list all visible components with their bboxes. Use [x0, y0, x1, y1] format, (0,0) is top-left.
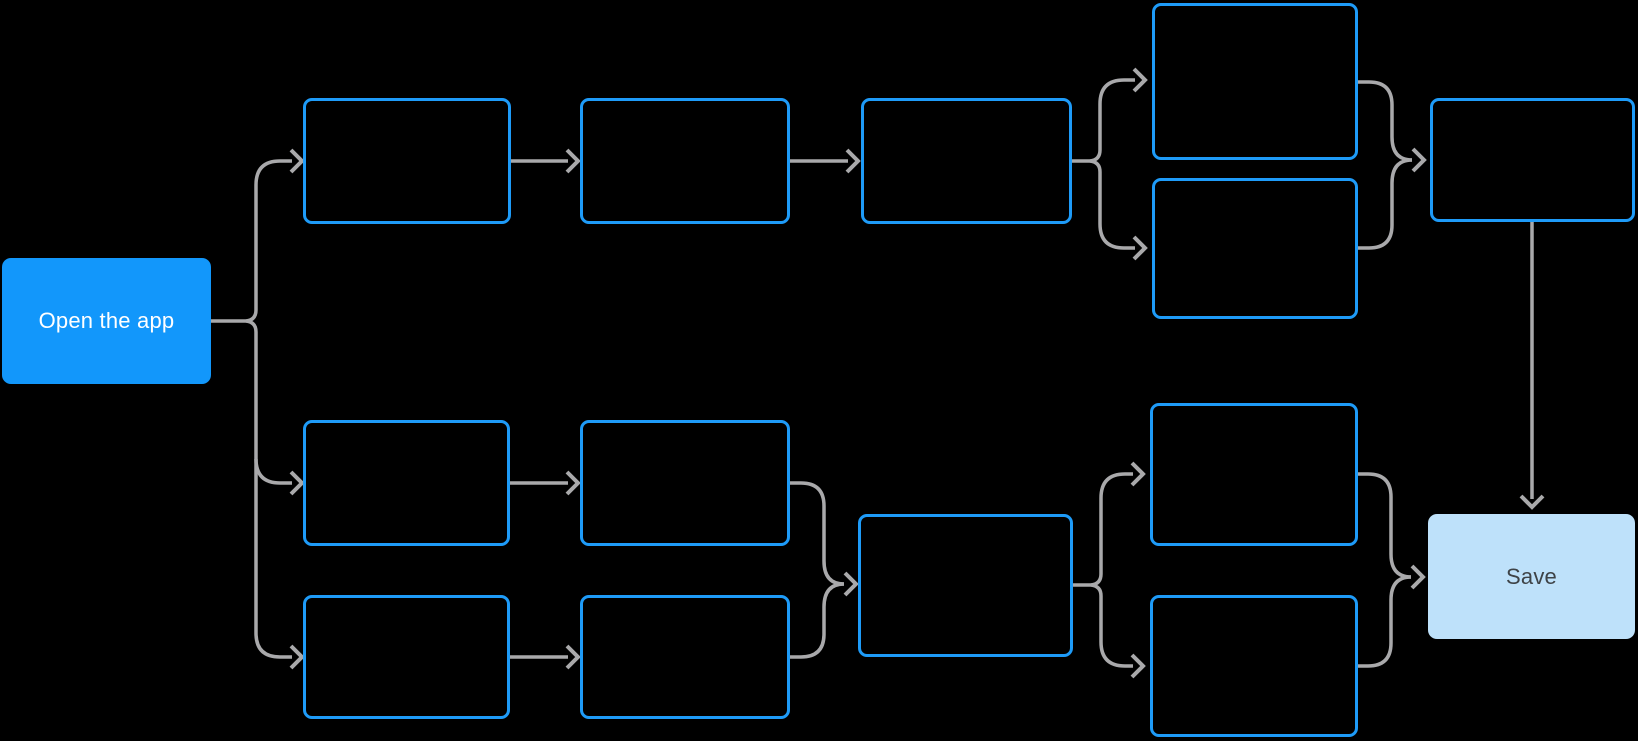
node-step-top-1[interactable]	[303, 98, 511, 224]
node-open-the-app[interactable]: Open the app	[2, 258, 211, 384]
edge-bottom-merge	[790, 481, 859, 659]
node-branch-top-upper[interactable]	[1152, 3, 1358, 160]
node-merge-bottom[interactable]	[858, 514, 1073, 657]
edge-branch-bottom-merge	[1358, 472, 1426, 668]
node-step-mid-1[interactable]	[303, 420, 510, 546]
arrowhead-icon	[843, 571, 859, 597]
edge-step-top-3-branch	[1072, 67, 1148, 261]
node-branch-bottom-upper[interactable]	[1150, 403, 1358, 546]
node-save[interactable]: Save	[1428, 514, 1635, 639]
arrowhead-icon	[565, 470, 581, 496]
arrowhead-icon	[565, 644, 581, 670]
edge-step-mid-1-to-2	[510, 470, 581, 496]
edge-step-top-2-to-3	[790, 148, 861, 174]
node-step-top-2[interactable]	[580, 98, 790, 224]
arrowhead-icon	[1130, 461, 1146, 487]
node-step-mid-2[interactable]	[580, 420, 790, 546]
arrowhead-icon	[1130, 653, 1146, 679]
arrowhead-icon	[1132, 235, 1148, 261]
edge-merge-bottom-branch	[1073, 461, 1146, 679]
arrowhead-icon	[1132, 67, 1148, 93]
arrowhead-icon	[1411, 147, 1427, 173]
arrowhead-icon	[289, 470, 305, 496]
arrowhead-icon	[565, 148, 581, 174]
node-open-the-app-label: Open the app	[38, 308, 175, 333]
edge-start-branch	[211, 148, 305, 670]
node-save-label: Save	[1506, 563, 1557, 589]
node-merge-top[interactable]	[1430, 98, 1635, 222]
arrowhead-icon	[1410, 564, 1426, 590]
node-step-low-2[interactable]	[580, 595, 790, 719]
node-branch-top-lower[interactable]	[1152, 178, 1358, 319]
edge-step-low-1-to-2	[510, 644, 581, 670]
node-step-top-3[interactable]	[861, 98, 1072, 224]
edge-merge-top-to-save	[1519, 222, 1545, 510]
arrowhead-icon	[289, 148, 305, 174]
arrowhead-icon	[845, 148, 861, 174]
arrowhead-icon	[1519, 494, 1545, 510]
node-branch-bottom-lower[interactable]	[1150, 595, 1358, 737]
edge-step-top-1-to-2	[511, 148, 581, 174]
node-step-low-1[interactable]	[303, 595, 510, 719]
arrowhead-icon	[289, 644, 305, 670]
edge-branch-top-merge	[1358, 80, 1427, 250]
